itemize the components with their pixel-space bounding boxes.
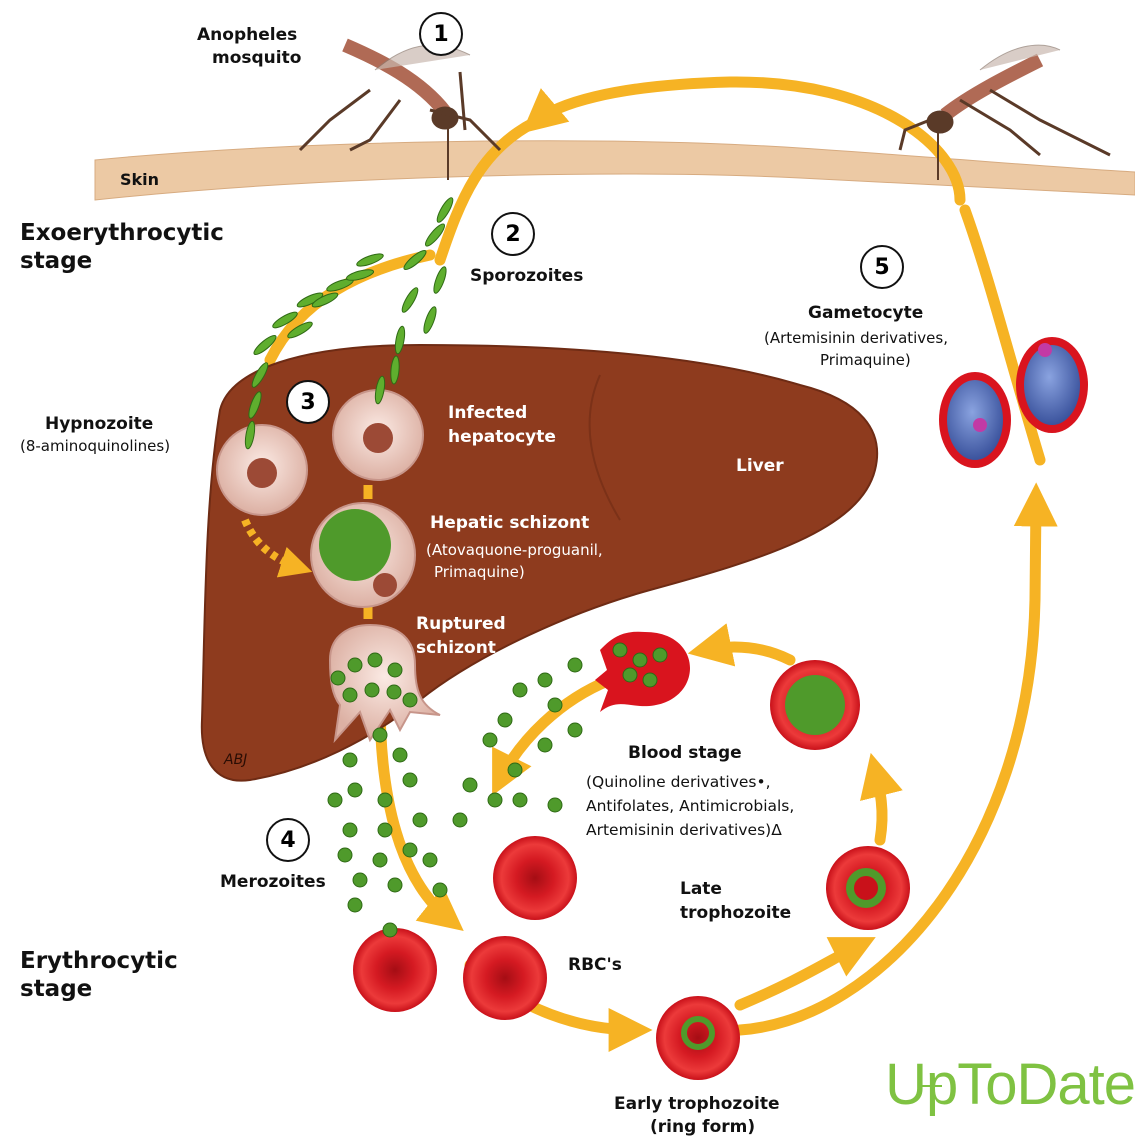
merozoite-icon — [463, 778, 477, 792]
merozoite-icon — [378, 823, 392, 837]
merozoite-icon — [388, 878, 402, 892]
sporozoite-icon — [431, 265, 448, 294]
merozoite-icon — [453, 813, 467, 827]
uptodate-logo: UpToDate — [885, 1051, 1135, 1118]
merozoite-icon — [568, 723, 582, 737]
step-number-4: 4 — [266, 818, 310, 862]
artist-signature: ABJ — [224, 752, 247, 769]
label-hepatic-schizont: Hepatic schizont — [430, 513, 589, 533]
merozoite-icon — [498, 713, 512, 727]
label-hypnozoite-drug: (8-aminoquinolines) — [20, 437, 170, 455]
step-number-2: 2 — [491, 212, 535, 256]
label-rbcs: RBC's — [568, 955, 622, 975]
merozoite-icon — [423, 853, 437, 867]
merozoite-icon — [343, 823, 357, 837]
step-number-1: 1 — [419, 12, 463, 56]
merozoite-icon — [365, 683, 379, 697]
label-gametocyte-drug-2: Primaquine) — [820, 351, 911, 369]
label-skin: Skin — [120, 170, 159, 189]
merozoite-icon — [348, 783, 362, 797]
label-erythrocytic: Erythrocytic — [20, 948, 178, 976]
hepatic-schizont-cell — [311, 503, 415, 607]
label-hypnozoite: Hypnozoite — [45, 414, 153, 434]
merozoite-icon — [488, 793, 502, 807]
label-blood-stage: Blood stage — [628, 743, 742, 763]
label-hepatocyte: hepatocyte — [448, 427, 556, 447]
label-ruptured: Ruptured — [416, 614, 506, 634]
merozoite-icon — [328, 793, 342, 807]
label-late: Late — [680, 879, 722, 899]
label-exo-stage: stage — [20, 248, 92, 276]
merozoite-icon — [653, 648, 667, 662]
label-blood-drug-3: Artemisinin derivatives)Δ — [586, 821, 782, 840]
merozoite-icon — [548, 798, 562, 812]
hypnozoite-cell — [217, 425, 307, 515]
merozoite-icon — [613, 643, 627, 657]
label-blood-drug-1: (Quinoline derivatives•, — [586, 773, 771, 792]
label-liver: Liver — [736, 456, 784, 476]
label-early-trophozoite: Early trophozoite — [614, 1094, 780, 1114]
merozoite-icon — [623, 668, 637, 682]
merozoite-icon — [568, 658, 582, 672]
merozoite-icon — [548, 698, 562, 712]
merozoite-icon — [513, 683, 527, 697]
merozoite-icon — [403, 693, 417, 707]
label-exoerythrocytic: Exoerythrocytic — [20, 220, 224, 248]
merozoite-icon — [331, 671, 345, 685]
sporozoite-icon — [400, 286, 421, 314]
label-blood-drug-2: Antifolates, Antimicrobials, — [586, 797, 794, 816]
merozoite-icon — [368, 653, 382, 667]
merozoite-icon — [538, 738, 552, 752]
label-mosquito: mosquito — [212, 48, 301, 68]
step-number-5: 5 — [860, 245, 904, 289]
label-hepatic-drug-2: Primaquine) — [434, 563, 525, 581]
merozoite-icon — [348, 898, 362, 912]
sporozoite-icon — [421, 305, 438, 334]
label-ring-form: (ring form) — [650, 1117, 755, 1137]
merozoite-icon — [538, 673, 552, 687]
merozoite-icon — [433, 883, 447, 897]
merozoite-icon — [338, 848, 352, 862]
merozoite-icon — [643, 673, 657, 687]
merozoite-icon — [413, 813, 427, 827]
step-number-3: 3 — [286, 380, 330, 424]
skin-band — [95, 141, 1135, 200]
merozoite-icon — [483, 733, 497, 747]
merozoite-icon — [378, 793, 392, 807]
label-gametocyte: Gametocyte — [808, 303, 923, 323]
merozoite-icon — [508, 763, 522, 777]
merozoite-icon — [373, 728, 387, 742]
merozoite-icon — [343, 753, 357, 767]
merozoite-icon — [403, 843, 417, 857]
merozoite-icon — [633, 653, 647, 667]
merozoite-icon — [348, 658, 362, 672]
label-sporozoites: Sporozoites — [470, 266, 583, 286]
rbc-group — [353, 632, 910, 1080]
merozoite-icon — [513, 793, 527, 807]
label-anopheles: Anopheles — [197, 25, 297, 45]
merozoite-icon — [373, 853, 387, 867]
merozoite-icon — [343, 688, 357, 702]
merozoite-icon — [388, 663, 402, 677]
merozoite-icon — [383, 923, 397, 937]
label-ery-stage: stage — [20, 976, 92, 1004]
merozoite-icon — [393, 748, 407, 762]
label-trophozoite: trophozoite — [680, 903, 791, 923]
label-schizont: schizont — [416, 638, 496, 658]
merozoite-icon — [387, 685, 401, 699]
merozoite-icon — [353, 873, 367, 887]
label-hepatic-drug-1: (Atovaquone-proguanil, — [426, 541, 603, 559]
merozoite-icon — [403, 773, 417, 787]
label-gametocyte-drug-1: (Artemisinin derivatives, — [764, 329, 948, 347]
label-merozoites: Merozoites — [220, 872, 326, 892]
label-infected: Infected — [448, 403, 527, 423]
